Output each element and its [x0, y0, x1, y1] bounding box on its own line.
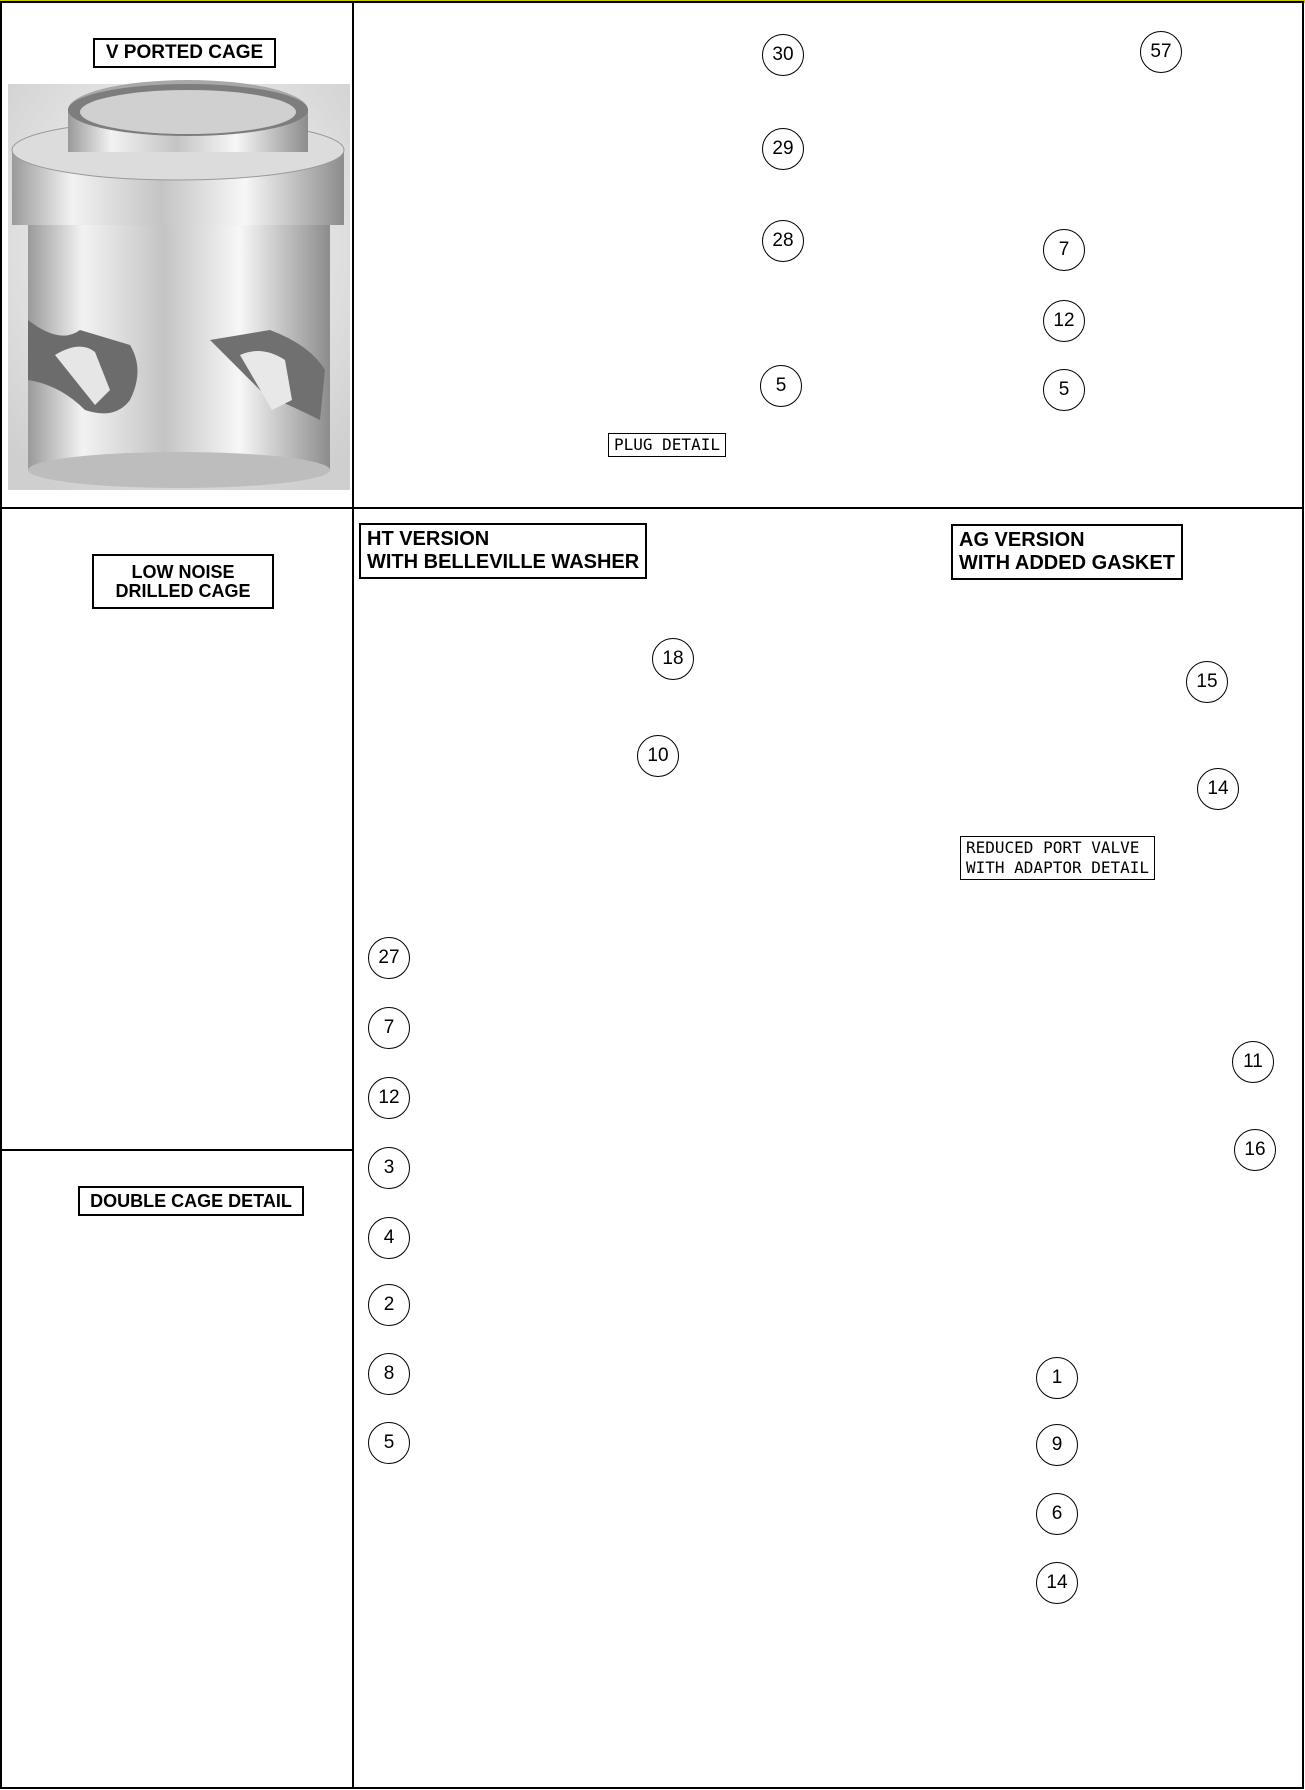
plug-detail-label: PLUG DETAIL [608, 433, 726, 457]
balloon-main-6: 6 [1036, 1493, 1078, 1535]
balloon-main-27: 27 [368, 937, 410, 979]
balloon-main-9: 9 [1036, 1424, 1078, 1466]
double-cage-label: DOUBLE CAGE DETAIL [78, 1186, 304, 1216]
balloon-stem-12: 12 [1043, 300, 1085, 342]
balloon-main-7: 7 [368, 1007, 410, 1049]
balloon-main-3: 3 [368, 1147, 410, 1189]
ag-version-line1: AG VERSION [959, 529, 1085, 551]
ag-version-label: AG VERSION WITH ADDED GASKET [951, 524, 1183, 580]
balloon-ag-15: 15 [1186, 661, 1228, 703]
balloon-plug-5: 5 [760, 365, 802, 407]
balloon-stem-7: 7 [1043, 229, 1085, 271]
balloon-stem-5: 5 [1043, 369, 1085, 411]
v-ported-cage-label: V PORTED CAGE [93, 38, 276, 68]
balloon-ag-14: 14 [1197, 768, 1239, 810]
balloon-adaptor-11: 11 [1232, 1041, 1274, 1083]
balloon-ht-18: 18 [652, 638, 694, 680]
reduced-port-label: REDUCED PORT VALVE WITH ADAPTOR DETAIL [960, 836, 1156, 880]
balloon-plug-28: 28 [762, 220, 804, 262]
ht-version-line2: WITH BELLEVILLE WASHER [367, 551, 640, 573]
balloon-main-1: 1 [1036, 1357, 1078, 1399]
low-noise-cage-label-line1: LOW NOISE [131, 561, 235, 582]
v-ported-cage-label-text: V PORTED CAGE [105, 42, 264, 64]
reduced-port-line1: REDUCED PORT VALVE [966, 838, 1140, 857]
ht-version-line1: HT VERSION [367, 528, 490, 550]
balloon-main-2: 2 [368, 1284, 410, 1326]
balloon-plug-30: 30 [762, 34, 804, 76]
ht-version-label: HT VERSION WITH BELLEVILLE WASHER [359, 523, 648, 579]
v-ported-cage-image [8, 80, 350, 490]
low-noise-cage-label-line2: DRILLED CAGE [115, 580, 251, 601]
balloon-stem-57: 57 [1140, 31, 1182, 73]
double-cage-label-text: DOUBLE CAGE DETAIL [90, 1190, 292, 1211]
balloon-main-8: 8 [368, 1353, 410, 1395]
balloon-plug-29: 29 [762, 128, 804, 170]
plug-detail-label-text: PLUG DETAIL [614, 435, 720, 454]
ag-version-line2: WITH ADDED GASKET [959, 552, 1175, 574]
balloon-adaptor-16: 16 [1234, 1129, 1276, 1171]
balloon-main-14: 14 [1036, 1562, 1078, 1604]
balloon-ht-10: 10 [637, 735, 679, 777]
balloon-main-4: 4 [368, 1217, 410, 1259]
reduced-port-line2: WITH ADAPTOR DETAIL [966, 858, 1150, 877]
balloon-main-5: 5 [368, 1422, 410, 1464]
balloon-main-12: 12 [368, 1077, 410, 1119]
low-noise-cage-label: LOW NOISE DRILLED CAGE [92, 554, 274, 609]
